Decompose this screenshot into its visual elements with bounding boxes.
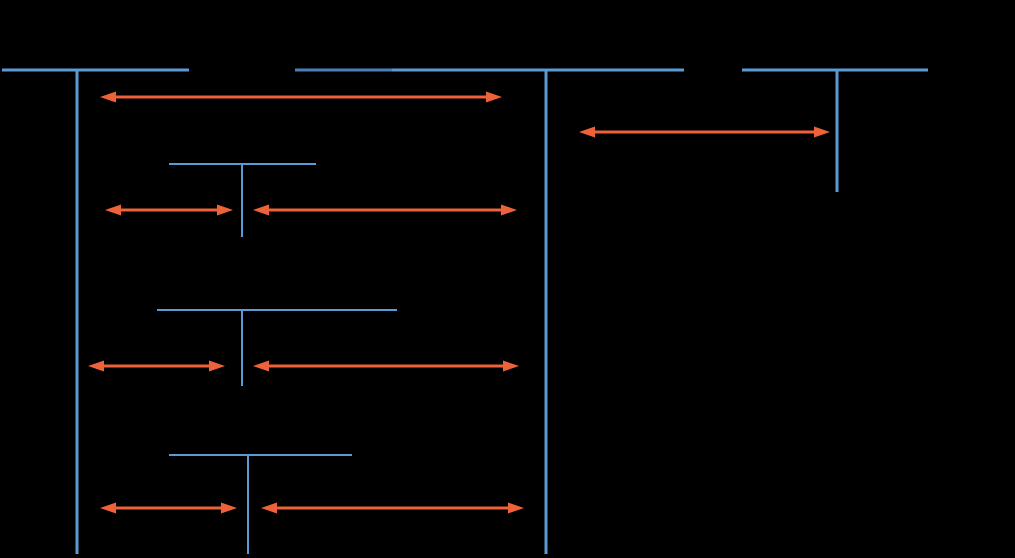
span-arrow-branch2-left-right-head-icon	[209, 360, 225, 372]
span-arrow-branch3-right	[261, 502, 524, 514]
span-arrow-branch2-right	[253, 360, 519, 372]
span-arrow-branch2-right-right-head-icon	[503, 360, 519, 372]
span-arrow-top-right-right-head-icon	[814, 126, 830, 138]
span-arrow-top-left-left-head-icon	[100, 91, 116, 103]
span-arrow-branch1-left-right-head-icon	[217, 204, 233, 216]
span-arrow-branch1-right-left-head-icon	[253, 204, 269, 216]
span-arrow-branch2-right-left-head-icon	[253, 360, 269, 372]
span-arrow-branch2-left-left-head-icon	[88, 360, 104, 372]
span-arrow-branch1-left	[105, 204, 233, 216]
span-arrow-branch1-left-left-head-icon	[105, 204, 121, 216]
span-arrow-branch3-left-right-head-icon	[221, 502, 237, 514]
span-arrow-top-left	[100, 91, 502, 103]
span-arrow-top-left-right-head-icon	[486, 91, 502, 103]
span-arrow-branch2-left	[88, 360, 225, 372]
span-arrow-branch3-left-left-head-icon	[100, 502, 116, 514]
span-arrow-top-right	[579, 126, 830, 138]
span-arrow-branch1-right	[253, 204, 517, 216]
span-arrow-branch3-right-right-head-icon	[508, 502, 524, 514]
span-arrow-branch3-left	[100, 502, 237, 514]
span-arrow-branch3-right-left-head-icon	[261, 502, 277, 514]
span-arrow-top-right-left-head-icon	[579, 126, 595, 138]
span-arrow-branch1-right-right-head-icon	[501, 204, 517, 216]
